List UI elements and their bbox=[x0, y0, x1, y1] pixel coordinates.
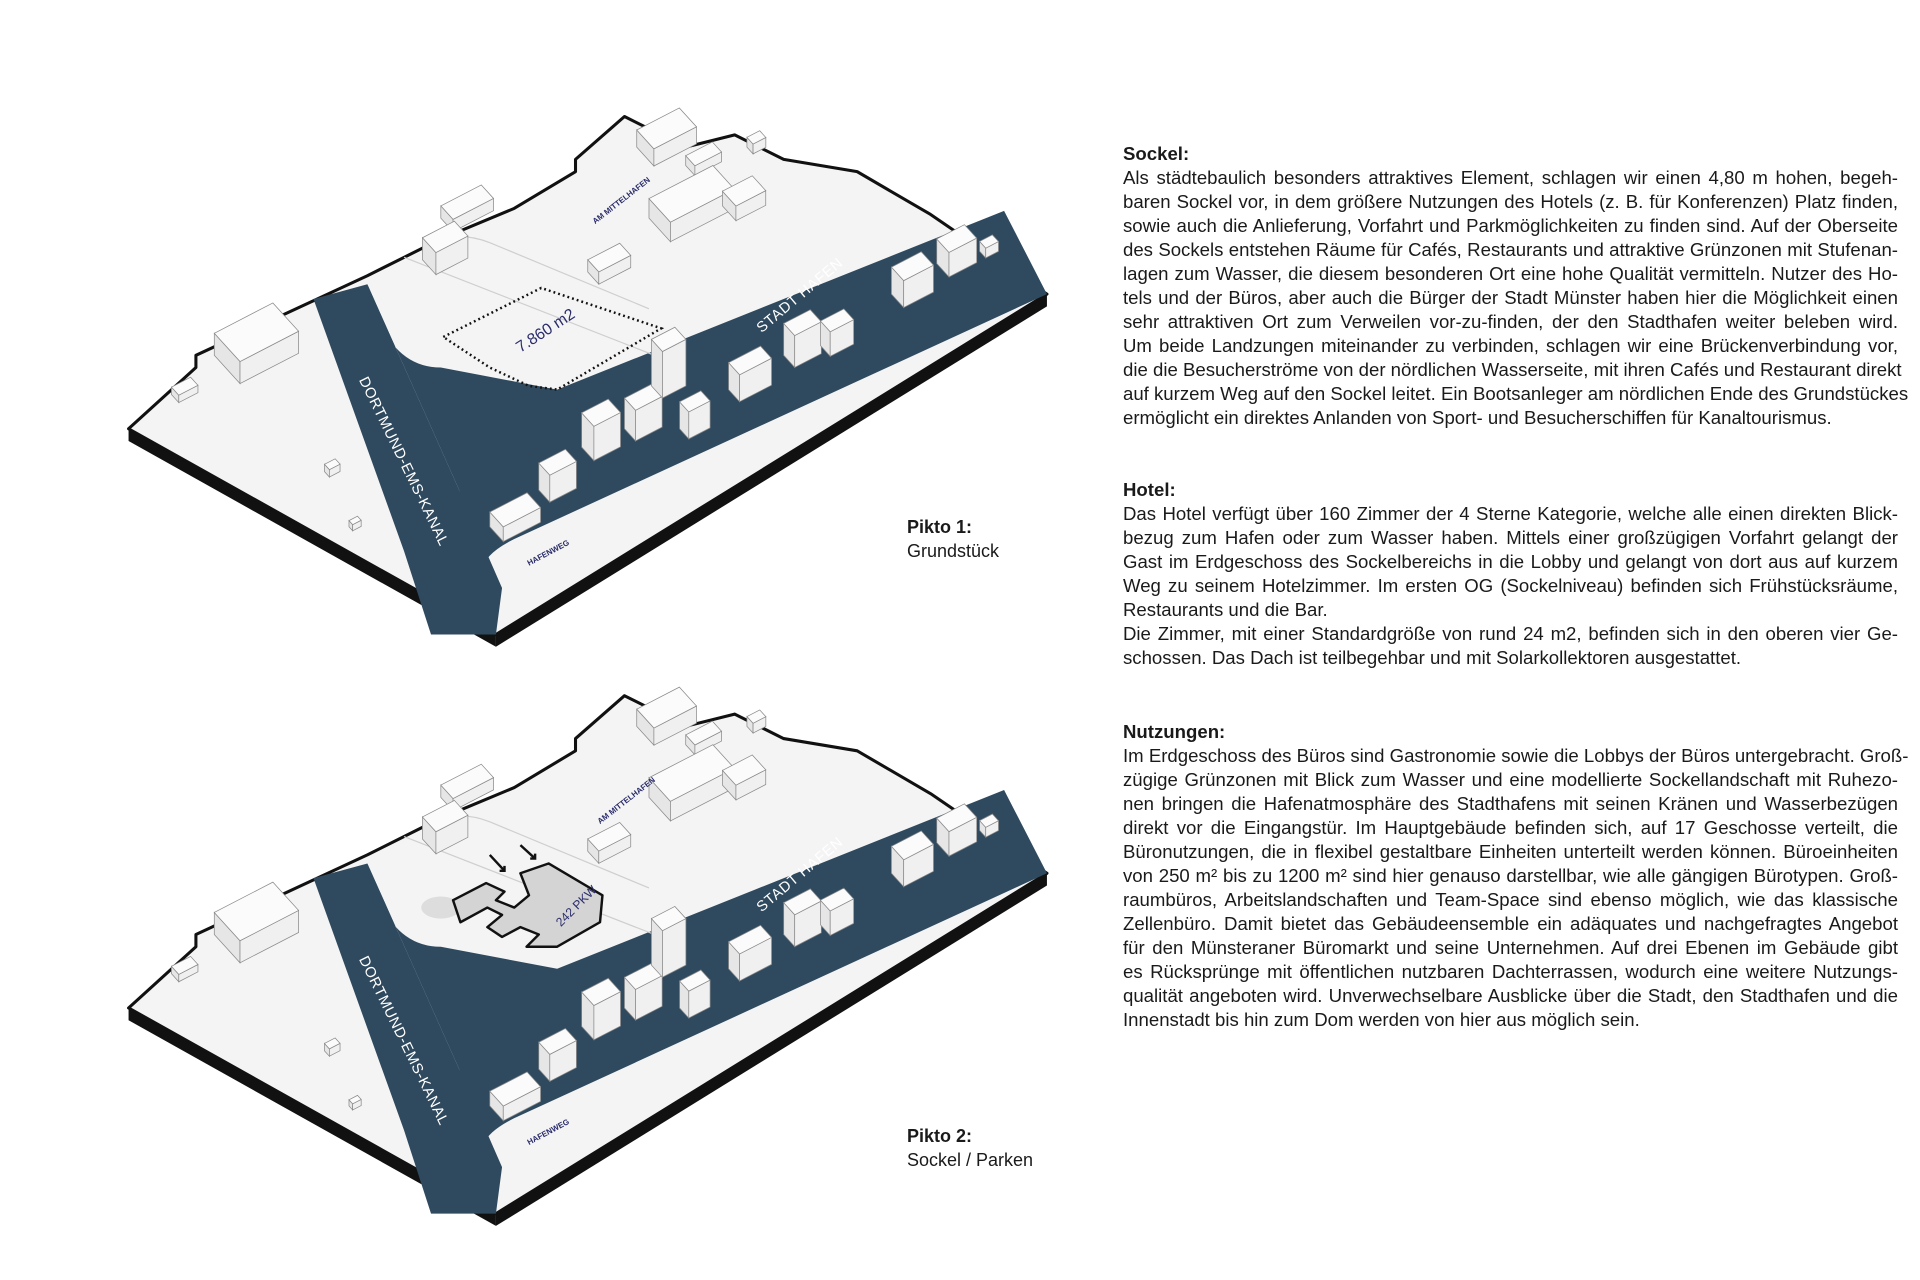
building-block bbox=[978, 234, 1000, 249]
paragraph-line: Im Erdgeschoss des Büros sind Gastronomi… bbox=[1123, 745, 1909, 766]
section-heading: Sockel: bbox=[1123, 143, 1190, 164]
plot-boundary bbox=[440, 286, 665, 391]
building-block bbox=[936, 803, 978, 833]
entry-arrow-icon bbox=[488, 854, 506, 873]
paragraph-line: qualität angeboten wird. Unverwechselbar… bbox=[1123, 985, 1898, 1006]
caption-subtitle: Sockel / Parken bbox=[907, 1150, 1034, 1170]
building-block bbox=[890, 251, 935, 282]
section-nutzungen: Nutzungen: Im Erdgeschoss des Büros sind… bbox=[1123, 720, 1909, 1032]
paragraph-line: Zellenbüro. Damit bietet das Gebäudeense… bbox=[1123, 913, 1898, 934]
building-block bbox=[685, 720, 723, 746]
caption-pikto-1: Pikto 1: Grundstück bbox=[907, 515, 999, 563]
building-block bbox=[890, 830, 935, 861]
building-block bbox=[746, 709, 767, 724]
paragraph-line: bezug zum Hafen oder zum Wasser haben. M… bbox=[1123, 527, 1898, 548]
caption-pikto-2: Pikto 2: Sockel / Parken bbox=[907, 1124, 1033, 1172]
paragraph-line: Als städtebaulich besonders attraktives … bbox=[1123, 167, 1898, 188]
paragraph-line: schossen. Das Dach ist teilbegehbar und … bbox=[1123, 647, 1742, 668]
building-block bbox=[819, 308, 855, 333]
paragraph-line: von 250 m² bis zu 1200 m² sind hier gena… bbox=[1123, 865, 1898, 886]
diagram-1: 7.860 m2 AM MITTELHAFEN HAFENWEG STADT H… bbox=[127, 107, 1049, 649]
building-block bbox=[538, 1028, 578, 1055]
green-zone bbox=[421, 896, 461, 919]
building-block bbox=[213, 881, 300, 942]
paragraph-line: die die Besucherströme von der nördliche… bbox=[1123, 359, 1902, 380]
paragraph-line: auf kurzem Weg auf den Sockel leitet. Ei… bbox=[1123, 383, 1909, 404]
building-block bbox=[213, 302, 300, 363]
building-block bbox=[636, 107, 698, 150]
paragraph-line: für den Münsteraner Büromarkt und seine … bbox=[1123, 937, 1898, 958]
building-block bbox=[685, 141, 723, 167]
building-block bbox=[170, 376, 199, 396]
paragraph-line: Die Zimmer, mit einer Standardgröße von … bbox=[1123, 623, 1898, 644]
building-block bbox=[727, 345, 773, 376]
parking-footprint bbox=[451, 862, 604, 948]
paragraph-line: ermöglicht ein direktes Anlanden von Spo… bbox=[1123, 407, 1832, 428]
building-block bbox=[936, 224, 978, 253]
caption-title: Pikto 2: bbox=[907, 1126, 973, 1146]
paragraph-line: nen bringen die Hafenatmosphäre des Stad… bbox=[1123, 793, 1898, 814]
building-block bbox=[678, 390, 711, 413]
building-block bbox=[538, 448, 578, 476]
building-block bbox=[746, 130, 767, 145]
building-block bbox=[421, 799, 469, 833]
paragraph-line: Um beide Landzungen miteinander zu verbi… bbox=[1123, 335, 1898, 356]
caption-title: Pikto 1: bbox=[907, 517, 973, 537]
section-sockel: Sockel: Als städtebaulich besonders attr… bbox=[1123, 142, 1909, 430]
paragraph-line: Gast im Erdgeschoss des Sockelbereichs i… bbox=[1123, 551, 1898, 572]
building-block bbox=[581, 398, 622, 427]
building-block bbox=[440, 763, 495, 800]
paragraph-line: es Rücksprünge mit öffentlichen nutzbare… bbox=[1123, 961, 1898, 982]
paragraph-line: des Sockels entstehen Räume für Cafés, R… bbox=[1123, 239, 1898, 260]
building-block bbox=[323, 1037, 341, 1050]
paragraph-line: lagen zum Wasser, die diesem besonderen … bbox=[1123, 263, 1898, 284]
entry-arrow-icon bbox=[519, 844, 537, 860]
paragraph-line: Restaurants und die Bar. bbox=[1123, 599, 1328, 620]
buildings bbox=[170, 107, 1000, 543]
paragraph-line: tels und der Büros, aber auch die Bürger… bbox=[1123, 287, 1898, 308]
building-block bbox=[587, 242, 632, 273]
section-heading: Nutzungen: bbox=[1123, 721, 1226, 742]
building-block bbox=[721, 754, 767, 786]
building-block bbox=[819, 887, 855, 912]
paragraph-line: Weg zu seinem Hotelzimmer. Im ersten OG … bbox=[1123, 575, 1898, 596]
building-block bbox=[170, 955, 199, 975]
paragraph-line: Innenstadt bis hin zum Dom werden von hi… bbox=[1123, 1009, 1640, 1030]
paragraph-line: direkt vor die Eingangstür. Im Hauptgebä… bbox=[1123, 817, 1898, 838]
building-block bbox=[581, 977, 622, 1006]
diagram-2: 242 PKW AM MITTELHAFEN HAFENWEG STADT HA… bbox=[127, 686, 1049, 1228]
paragraph-line: Büronutzungen, die in flexibel gestaltba… bbox=[1123, 841, 1898, 862]
building-block bbox=[727, 924, 773, 955]
section-hotel: Hotel: Das Hotel verfügt über 160 Zimmer… bbox=[1123, 478, 1898, 670]
building-block bbox=[348, 515, 362, 526]
building-block bbox=[636, 686, 698, 729]
building-block bbox=[489, 492, 542, 528]
building-block bbox=[489, 1071, 542, 1107]
paragraph-line: baren Sockel vor, in dem größere Nutzung… bbox=[1123, 191, 1898, 212]
caption-subtitle: Grundstück bbox=[907, 541, 1000, 561]
building-block bbox=[440, 184, 495, 220]
building-block bbox=[323, 458, 341, 471]
building-block bbox=[587, 821, 632, 852]
paragraph-line: zügige Grünzonen mit Blick zum Wasser un… bbox=[1123, 769, 1898, 790]
paragraph-line: Das Hotel verfügt über 160 Zimmer der 4 … bbox=[1123, 503, 1898, 524]
paragraph-line: raumbüros, Arbeitslandschaften und Team-… bbox=[1123, 889, 1898, 910]
building-block bbox=[678, 969, 711, 992]
building-block bbox=[421, 220, 469, 254]
building-block bbox=[348, 1094, 362, 1105]
paragraph-line: sowie auch die Anlieferung, Vorfahrt und… bbox=[1123, 215, 1898, 236]
building-block bbox=[650, 905, 687, 932]
building-block bbox=[978, 813, 1000, 828]
building-block bbox=[721, 175, 767, 207]
section-heading: Hotel: bbox=[1123, 479, 1176, 500]
paragraph-line: sehr attraktiven Ort zum Verweilen vor-z… bbox=[1123, 311, 1898, 332]
buildings bbox=[170, 686, 1000, 1122]
building-block bbox=[650, 326, 687, 352]
